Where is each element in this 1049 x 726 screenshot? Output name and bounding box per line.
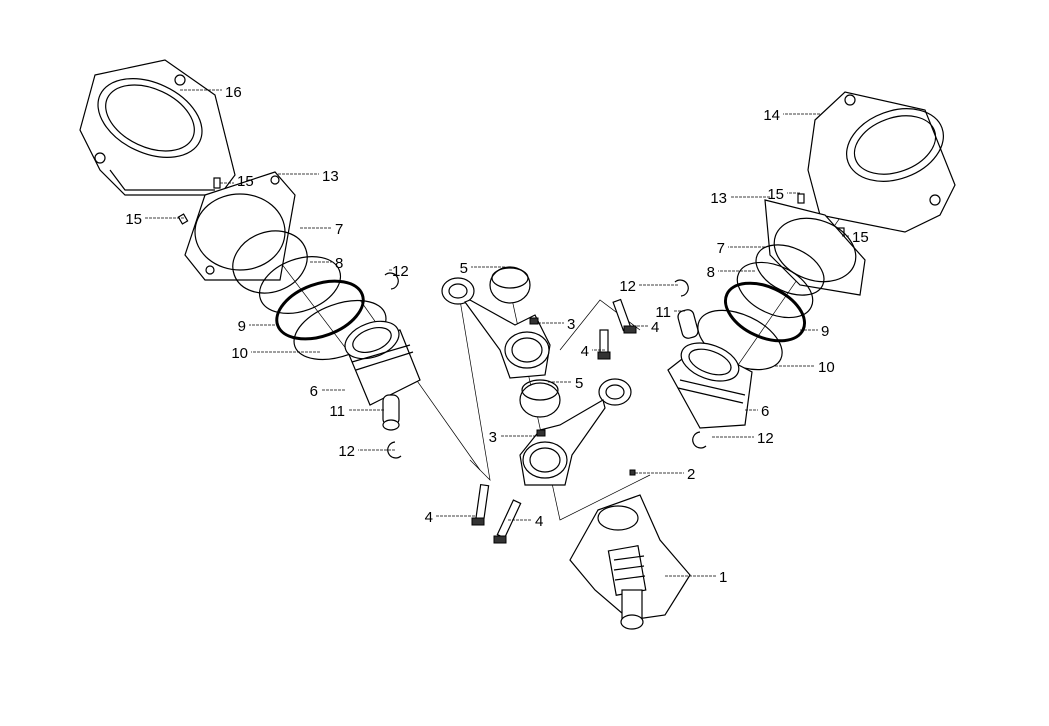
callout-10: 10 <box>231 345 320 362</box>
right-cylinder <box>797 91 956 238</box>
callout-number: 6 <box>761 403 769 420</box>
callout-11: 11 <box>655 304 685 321</box>
callout-11: 11 <box>329 403 384 420</box>
callout-8: 8 <box>707 264 755 281</box>
callout-number: 5 <box>575 375 583 392</box>
callout-number: 8 <box>335 255 343 272</box>
callout-12: 12 <box>338 443 395 460</box>
callout-number: 10 <box>231 345 248 362</box>
callout-number: 7 <box>717 240 725 257</box>
left-cylinder <box>79 59 236 225</box>
callout-number: 9 <box>821 323 829 340</box>
callout-number: 5 <box>460 260 468 277</box>
callout-15: 15 <box>220 173 254 190</box>
callout-number: 15 <box>852 229 869 246</box>
callout-number: 4 <box>535 513 543 530</box>
callout-number: 15 <box>237 173 254 190</box>
callout-13: 13 <box>710 190 770 207</box>
callout-3: 3 <box>489 429 540 446</box>
callout-number: 12 <box>619 278 636 295</box>
callout-number: 10 <box>818 359 835 376</box>
right-piston <box>667 279 753 449</box>
callout-7: 7 <box>300 221 343 238</box>
callout-number: 13 <box>710 190 727 207</box>
callout-3: 3 <box>538 316 575 333</box>
callout-number: 4 <box>581 343 589 360</box>
callout-number: 9 <box>238 318 246 335</box>
callout-number: 8 <box>707 264 715 281</box>
callout-number: 16 <box>225 84 242 101</box>
connecting-rod-lower <box>519 378 632 486</box>
callout-16: 16 <box>180 84 242 101</box>
callout-number: 11 <box>329 403 345 420</box>
callout-number: 14 <box>763 107 780 124</box>
callout-number: 6 <box>310 383 318 400</box>
callout-7: 7 <box>717 240 765 257</box>
callout-6: 6 <box>310 383 345 400</box>
callout-9: 9 <box>800 323 829 340</box>
callout-number: 15 <box>767 186 784 203</box>
callout-9: 9 <box>238 318 275 335</box>
callout-number: 12 <box>338 443 355 460</box>
callout-number: 4 <box>425 509 433 526</box>
left-piston-rings <box>232 230 387 361</box>
callout-15: 15 <box>125 211 184 228</box>
connecting-rod-bolts <box>471 298 637 544</box>
callout-10: 10 <box>775 359 835 376</box>
left-cylinder-gasket <box>184 171 296 281</box>
callout-number: 13 <box>322 168 339 185</box>
connecting-rod-upper <box>441 266 551 379</box>
callout-number: 1 <box>719 569 727 586</box>
callout-4: 4 <box>625 319 659 336</box>
callout-4: 4 <box>581 343 605 360</box>
crankshaft <box>569 469 691 630</box>
callout-number: 2 <box>687 466 695 483</box>
left-piston <box>344 272 421 459</box>
callout-number: 15 <box>125 211 142 228</box>
callout-13: 13 <box>278 168 339 185</box>
callout-number: 11 <box>655 304 671 321</box>
callout-number: 4 <box>651 319 659 336</box>
callout-12: 12 <box>619 278 678 295</box>
callout-1: 1 <box>665 569 727 586</box>
callout-12: 12 <box>712 430 774 447</box>
callout-15: 15 <box>842 229 869 246</box>
callout-5: 5 <box>548 375 583 392</box>
callout-12: 12 <box>389 263 409 280</box>
callout-15: 15 <box>767 186 800 203</box>
callout-8: 8 <box>310 255 343 272</box>
callout-4: 4 <box>508 513 543 530</box>
callout-6: 6 <box>745 403 769 420</box>
callout-number: 7 <box>335 221 343 238</box>
callout-number: 12 <box>392 263 409 280</box>
callout-14: 14 <box>763 107 820 124</box>
callout-number: 12 <box>757 430 774 447</box>
callout-2: 2 <box>635 466 695 483</box>
callout-number: 3 <box>567 316 575 333</box>
callout-5: 5 <box>460 260 505 277</box>
callout-number: 3 <box>489 429 497 446</box>
callout-4: 4 <box>425 509 475 526</box>
